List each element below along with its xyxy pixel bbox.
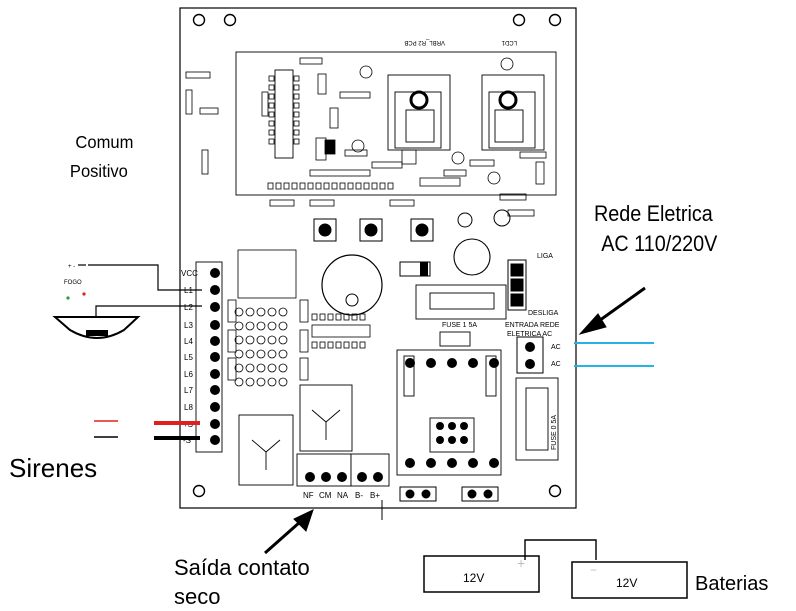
- relay-contato: [299, 384, 353, 452]
- battery-left-voltage: 12V: [463, 571, 484, 585]
- power-switch: [507, 259, 527, 311]
- pcb-name-label: VRBL_R2 PCB: [404, 39, 445, 45]
- battery-terminal-plus: B+: [370, 491, 380, 500]
- battery-left-plus: +: [517, 555, 525, 571]
- comum-label: Comum: [75, 131, 133, 152]
- desliga-label: DESLIGA: [528, 310, 559, 317]
- sirenes-label: Sirenes: [9, 453, 97, 483]
- saida-line2-label: seco: [174, 584, 220, 609]
- positivo-label: Positivo: [70, 160, 128, 181]
- terminal-vcc: VCC: [181, 269, 198, 278]
- lcd-label: LCD1: [501, 39, 517, 45]
- contact-cm: CM: [319, 491, 332, 500]
- small-components: [185, 57, 547, 217]
- contact-na: NA: [337, 491, 349, 500]
- ac-terminal-screw-1: [525, 342, 535, 352]
- driver-chip: [311, 313, 371, 349]
- microcontroller-chip: [268, 69, 300, 159]
- zone-terminal-screws: [210, 268, 220, 445]
- baterias-label: Baterias: [695, 573, 768, 595]
- led-ld1: [457, 212, 473, 228]
- ac-terminal-screw-2: [525, 359, 535, 369]
- battery-right-minus: −: [590, 563, 597, 577]
- rede-eletrica-label: Rede Eletrica: [594, 202, 713, 226]
- detector-polarity: + -: [68, 264, 75, 270]
- pushbuttons: [313, 218, 434, 242]
- detector-wires: [78, 264, 202, 317]
- lcd-header-pins: [267, 182, 394, 190]
- terminal-l7: L7: [184, 386, 193, 395]
- detector-led-red: [82, 292, 86, 296]
- smoke-detector-sensor: [86, 330, 108, 336]
- battery-terminal-minus: B-: [355, 491, 363, 500]
- terminal-siren-minus: -S: [183, 436, 191, 445]
- electrolytic-capacitor: [453, 238, 491, 276]
- rede-arrow: [578, 286, 646, 335]
- diode-band: [420, 262, 428, 276]
- buzzer-center: [345, 293, 359, 307]
- detector-led-green: [66, 296, 70, 300]
- fuse-label: FUSE 1 5A: [442, 322, 477, 329]
- fuse-vertical-label: FUSE 0 5A: [551, 415, 558, 450]
- ac-voltage-label: AC 110/220V: [601, 232, 717, 256]
- transformer-pins: [405, 358, 499, 468]
- transformer-block: [396, 331, 502, 476]
- contact-nf: NF: [303, 491, 314, 500]
- crystal: [493, 209, 511, 227]
- fuse-holder-vertical: [515, 377, 559, 461]
- eletrica-ac-label: ELETRICA AC: [507, 331, 552, 338]
- resistor-network: [227, 249, 309, 387]
- terminal-l5: L5: [184, 353, 193, 362]
- lcd-module-outline: [235, 51, 557, 196]
- mounting-holes: [192, 13, 562, 498]
- liga-label: LIGA: [537, 253, 553, 260]
- battery-left: [423, 555, 540, 593]
- battery-right-voltage: 12V: [616, 576, 637, 590]
- terminal-l3: L3: [184, 321, 193, 330]
- battery-right: [571, 561, 688, 599]
- smoke-detector-icon: [52, 316, 141, 339]
- fuse-holder-main: [415, 284, 507, 320]
- output-terminal-screws: [305, 472, 383, 482]
- terminal-l6: L6: [184, 370, 193, 379]
- terminal-l8: L8: [184, 403, 193, 412]
- terminal-l2: L2: [184, 303, 193, 312]
- ac-pin-2: AC: [551, 361, 561, 368]
- bottom-connectors: [399, 486, 499, 502]
- fogo-label: FOGO: [64, 280, 82, 286]
- saida-line1-label: Saída contato: [174, 555, 310, 580]
- entrada-rede-label: ENTRADA REDE: [505, 322, 560, 329]
- voltage-regulators: [387, 74, 545, 151]
- relay-sirene: [238, 414, 294, 486]
- saida-arrow: [264, 509, 314, 555]
- ac-pin-1: AC: [551, 344, 561, 351]
- terminal-l4: L4: [184, 337, 193, 346]
- battery-link-wire: [524, 539, 597, 560]
